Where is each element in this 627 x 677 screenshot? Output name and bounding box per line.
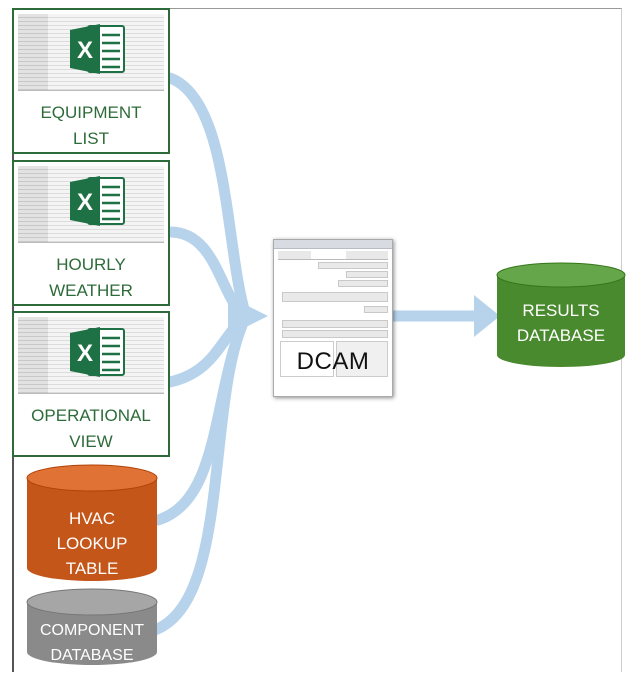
window-tabs — [278, 251, 388, 260]
excel-icon: X — [70, 327, 125, 377]
dcam-application-window: DCAM — [273, 239, 393, 397]
form-row — [318, 262, 388, 269]
form-row — [282, 330, 388, 338]
hourly-weather-label: HOURLY WEATHER — [49, 255, 133, 300]
arrow-component-to-dcam — [149, 310, 252, 636]
form-row — [364, 306, 388, 313]
info-panel — [336, 341, 388, 377]
excel-icon: X — [70, 176, 125, 226]
form-row — [346, 271, 388, 278]
excel-glyph: X — [77, 340, 93, 367]
operational-view-label: OPERATIONAL VIEW — [31, 406, 151, 451]
dcam-label: DCAM — [296, 348, 370, 375]
excel-glyph: X — [77, 37, 93, 64]
arrow-equipment-to-dcam — [164, 72, 252, 322]
form-row — [338, 280, 388, 287]
equipment-list-label: EQUIPMENT LIST — [40, 103, 142, 148]
operational-view-card: X OPERATIONAL VIEW — [12, 311, 170, 457]
arrowhead-into-dcam — [228, 296, 268, 336]
component-database-label: COMPONENT DATABASE — [40, 622, 144, 664]
excel-glyph: X — [77, 189, 93, 216]
component-database-cylinder — [26, 588, 158, 665]
chart-area — [280, 341, 334, 377]
hvac-lookup-table-cylinder — [26, 464, 158, 581]
results-database-label: RESULTS DATABASE — [516, 301, 606, 345]
equipment-list-card: X EQUIPMENT LIST — [12, 8, 170, 154]
form-row — [282, 320, 388, 328]
hourly-weather-card: X HOURLY WEATHER — [12, 160, 170, 306]
arrowhead-into-results — [474, 295, 500, 337]
hvac-lookup-table-label: HVAC LOOKUP TABLE — [56, 509, 128, 578]
window-title-bar — [274, 240, 392, 249]
results-database-cylinder — [496, 262, 626, 367]
excel-icon: X — [70, 24, 125, 74]
form-row — [282, 292, 388, 302]
